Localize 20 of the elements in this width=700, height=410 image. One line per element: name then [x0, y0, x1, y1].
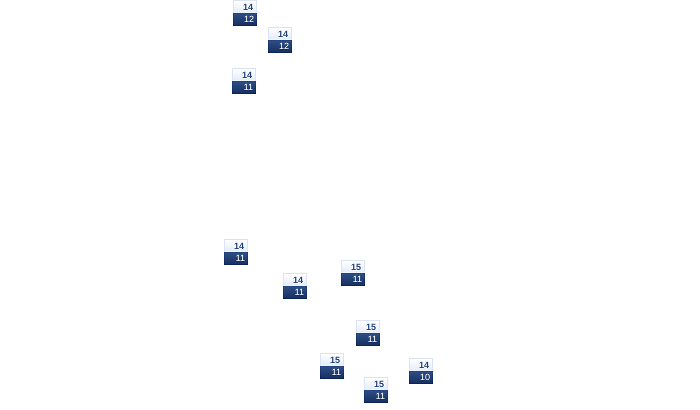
badge-upper-value: 14: [409, 358, 433, 371]
badge-lower-value: 11: [364, 390, 388, 403]
badge-upper-value: 14: [224, 239, 248, 252]
badge-upper-value: 14: [268, 27, 292, 40]
badge-lower-value: 11: [341, 273, 365, 286]
badge-lower-value: 11: [224, 252, 248, 265]
badge-lower-value: 11: [232, 81, 256, 94]
badge-upper-value: 15: [356, 320, 380, 333]
badge-lower-value: 12: [233, 13, 257, 26]
badge-upper-value: 14: [283, 273, 307, 286]
badge-upper-value: 14: [233, 0, 257, 13]
badge-lower-value: 11: [320, 366, 344, 379]
badge-lower-value: 10: [409, 371, 433, 384]
badge-upper-value: 15: [341, 260, 365, 273]
badge-upper-value: 15: [364, 377, 388, 390]
badge-upper-value: 15: [320, 353, 344, 366]
badge-lower-value: 11: [356, 333, 380, 346]
badge-upper-value: 14: [232, 68, 256, 81]
badge-lower-value: 11: [283, 286, 307, 299]
badge-lower-value: 12: [268, 40, 292, 53]
